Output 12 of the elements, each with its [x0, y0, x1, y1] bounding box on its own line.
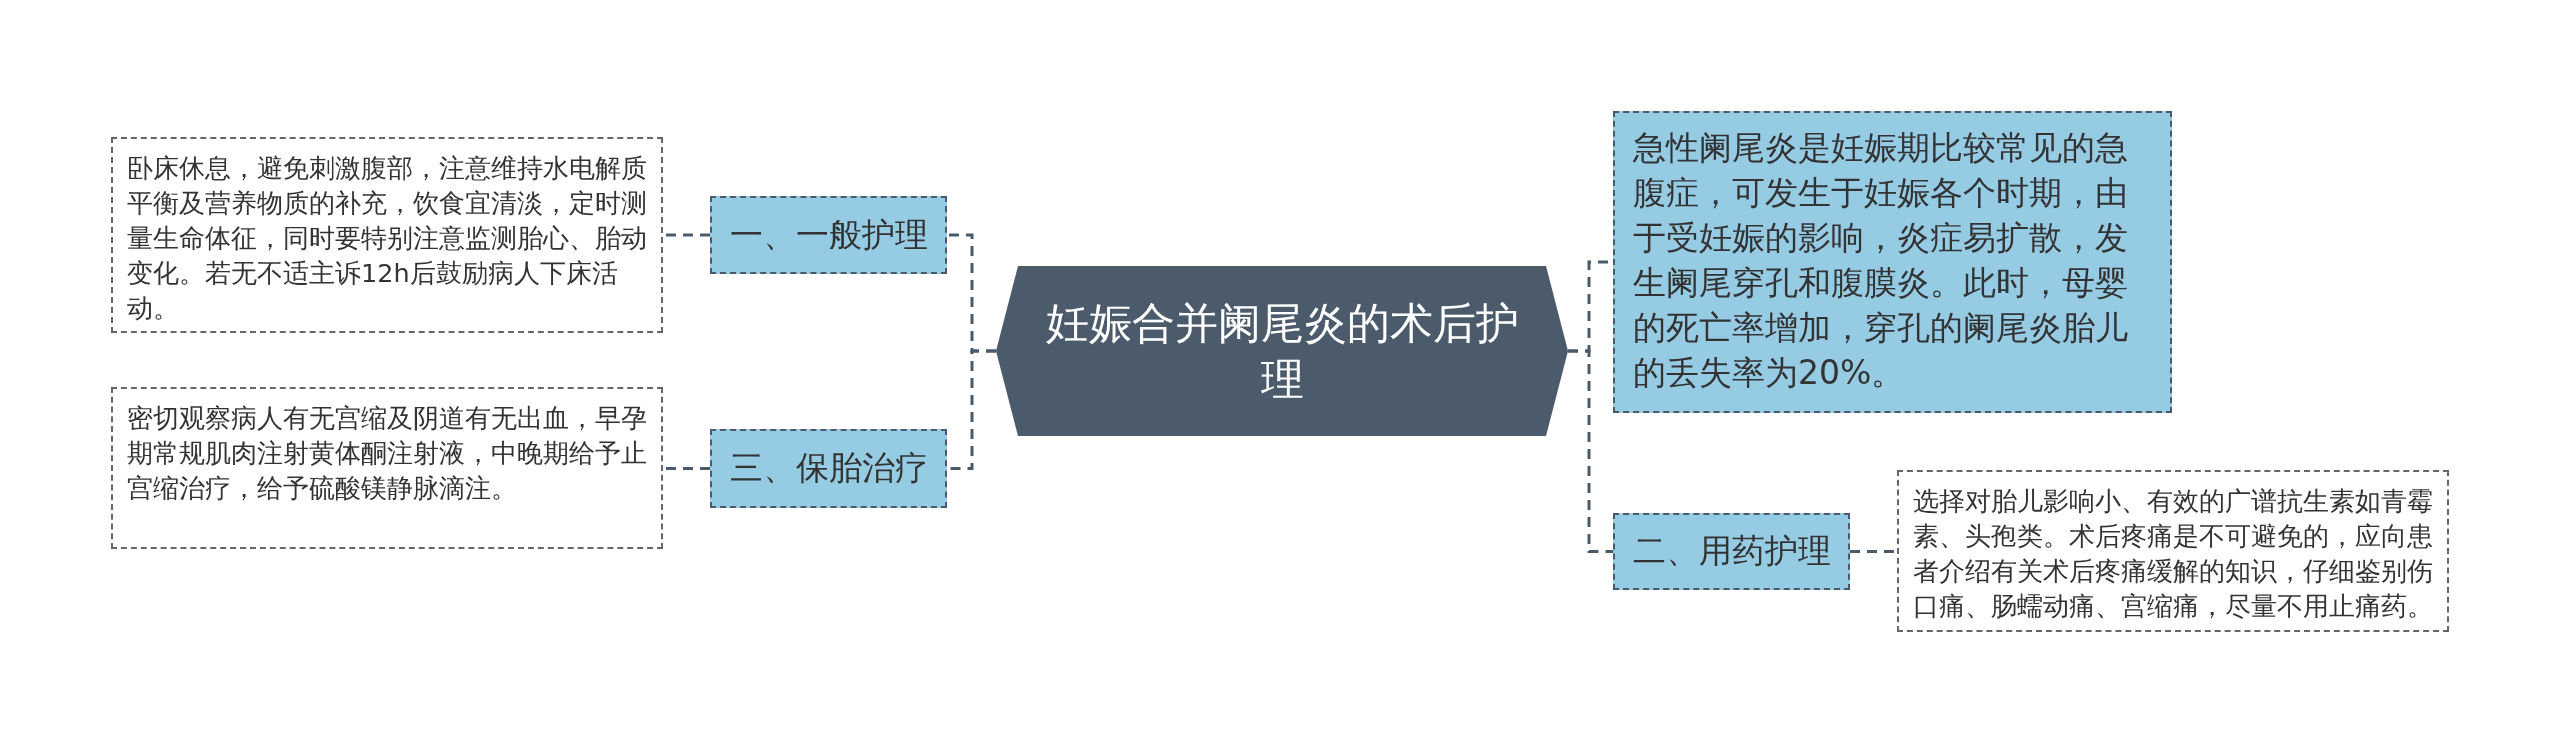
topic-box: 二、用药护理: [1613, 513, 1850, 590]
connector: [663, 233, 710, 237]
connector: [663, 467, 710, 470]
note-box: 密切观察病人有无宫缩及阴道有无出血，早孕期常规肌肉注射黄体酮注射液，中晚期给予止宫缩治疗，给予硫酸镁静脉滴注。: [111, 387, 663, 549]
note-box: 选择对胎儿影响小、有效的广谱抗生素如青霉素、头孢类。术后疼痛是不可避免的，应向患者介绍有关术后疼痛缓解的知识，仔细鉴别伤口痛、肠蠕动痛、宫缩痛，尽量不用止痛药。: [1897, 470, 2449, 632]
central-topic: 妊娠合并阑尾炎的术后护理: [996, 266, 1568, 436]
connector: [1568, 349, 1613, 553]
connector: [1850, 550, 1897, 553]
topic-box: 三、保胎治疗: [710, 429, 947, 508]
topic-box: 一、一般护理: [710, 196, 947, 274]
topic-box: 急性阑尾炎是妊娠期比较常见的急腹症，可发生于妊娠各个时期，由于受妊娠的影响，炎症易扩散，发生阑尾穿孔和腹膜炎。此时，母婴的死亡率增加，穿孔的阑尾炎胎儿的丢失率为20%。: [1613, 111, 2172, 413]
note-box: 卧床休息，避免刺激腹部，注意维持水电解质平衡及营养物质的补充，饮食宜清淡，定时测量生命体征，同时要特别注意监测胎心、胎动变化。若无不适主诉12h后鼓励病人下床活动。: [111, 137, 663, 333]
